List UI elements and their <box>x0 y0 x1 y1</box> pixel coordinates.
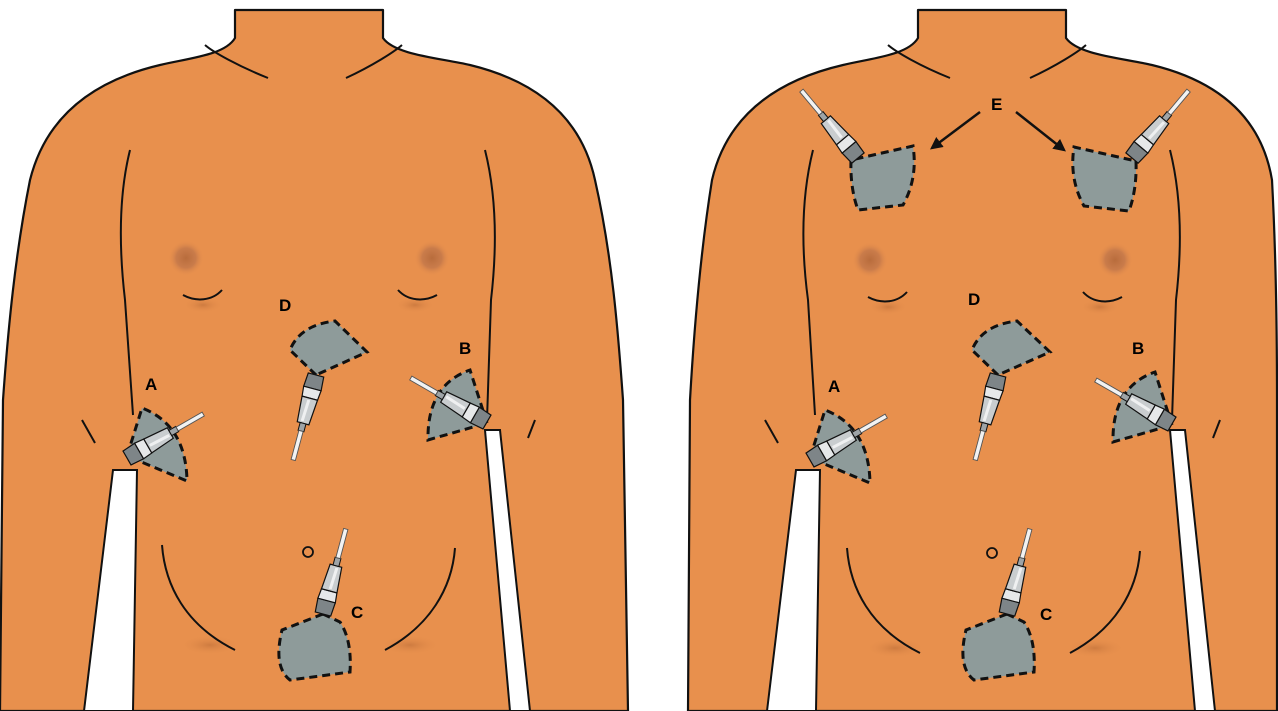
label-b: B <box>459 339 471 358</box>
label-a: A <box>145 375 157 394</box>
label-e: E <box>991 95 1002 114</box>
label-b: B <box>1132 339 1144 358</box>
right-figure: A B C D E <box>688 10 1277 711</box>
label-c: C <box>351 603 363 622</box>
label-c: C <box>1040 605 1052 624</box>
left-figure: A B C D <box>0 10 628 711</box>
label-d: D <box>968 290 980 309</box>
label-d: D <box>279 296 291 315</box>
label-a: A <box>828 377 840 396</box>
